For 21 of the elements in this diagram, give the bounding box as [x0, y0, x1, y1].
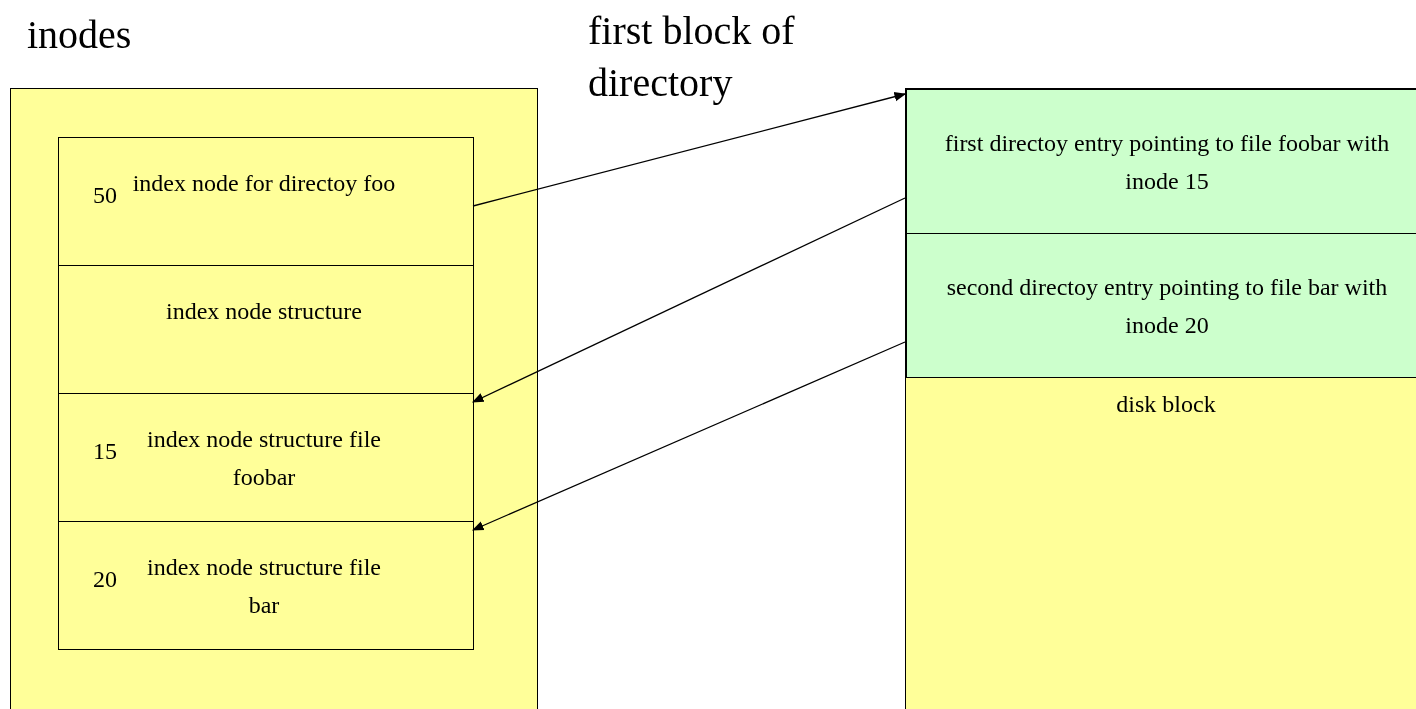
- inode-row: [58, 393, 474, 522]
- row-text: index node for directoy foo: [131, 169, 397, 198]
- inode-number: 20: [93, 566, 117, 593]
- directory-entry: [906, 233, 1416, 378]
- directory-entry: [906, 89, 1416, 234]
- inode-row: [58, 265, 474, 394]
- row-text: index node structure file foobar: [146, 425, 382, 492]
- entry-text: first directoy entry pointing to file foobar with inode 15: [943, 129, 1391, 196]
- inode-row: [58, 521, 474, 650]
- arrow: [472, 92, 907, 207]
- arrow: [471, 341, 906, 531]
- block-heading: first block of directory: [588, 7, 796, 107]
- row-text: index node structure file bar: [146, 553, 382, 620]
- row-text: index node structure: [165, 297, 363, 326]
- panel-heading: inodes: [27, 11, 132, 59]
- entry-text: second directoy entry pointing to file bar with inode 20: [945, 273, 1389, 340]
- inode-number: 15: [93, 438, 117, 465]
- arrow: [471, 197, 906, 403]
- inode-number: 50: [93, 182, 117, 209]
- block-label: disk block: [1115, 390, 1217, 419]
- inode-row: [58, 137, 474, 266]
